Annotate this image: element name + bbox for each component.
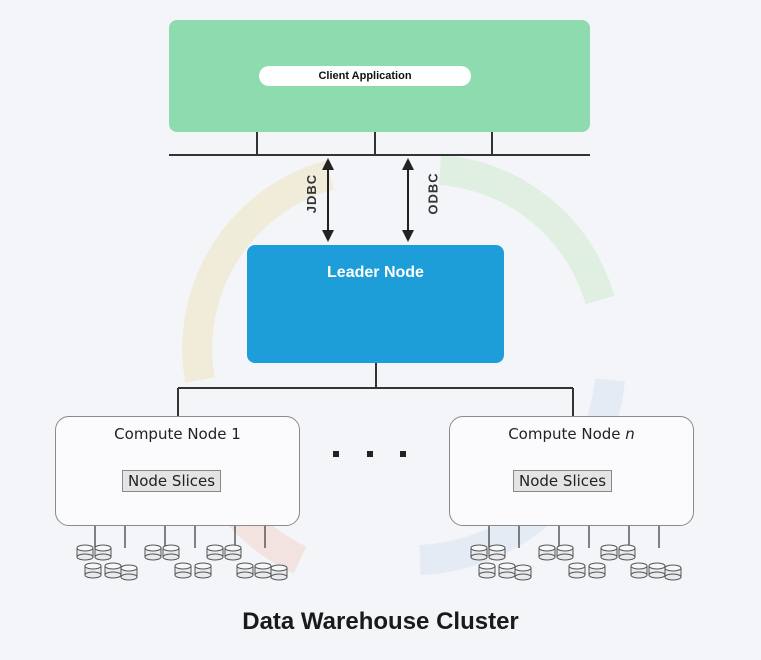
disk-icon bbox=[104, 562, 122, 579]
odbc-arrow bbox=[402, 158, 414, 242]
diagram-title: Data Warehouse Cluster bbox=[242, 608, 519, 635]
disk-icon bbox=[470, 544, 488, 561]
disk-icon bbox=[224, 544, 242, 561]
disk-icon bbox=[664, 564, 682, 581]
compute-node-title: Compute Node n bbox=[450, 425, 693, 443]
disk-icon bbox=[588, 562, 606, 579]
disk-icon bbox=[630, 562, 648, 579]
disk-icon bbox=[144, 544, 162, 561]
disk-icon bbox=[94, 544, 112, 561]
ellipsis-dots bbox=[333, 451, 406, 457]
leader-node-title: Leader Node bbox=[327, 264, 424, 281]
disk-icon bbox=[270, 564, 288, 581]
jdbc-label: JDBC bbox=[304, 173, 320, 214]
compute-node-title-prefix: Compute Node bbox=[114, 425, 232, 443]
disk-icon bbox=[194, 562, 212, 579]
client-application-label: Client Application bbox=[259, 66, 471, 86]
compute-node-number: n bbox=[625, 425, 635, 443]
compute-node-title-prefix: Compute Node bbox=[508, 425, 626, 443]
node-slices-label: Node Slices bbox=[513, 470, 613, 492]
disk-icon bbox=[498, 562, 516, 579]
disk-icon bbox=[76, 544, 94, 561]
disk-icon bbox=[174, 562, 192, 579]
disk-icon bbox=[84, 562, 102, 579]
jdbc-arrow bbox=[322, 158, 334, 242]
disk-icon bbox=[556, 544, 574, 561]
odbc-label: ODBC bbox=[425, 172, 441, 215]
disk-icon bbox=[120, 564, 138, 581]
disk-icon bbox=[618, 544, 636, 561]
disk-icon bbox=[600, 544, 618, 561]
disk-icon bbox=[568, 562, 586, 579]
compute-node-title: Compute Node 1 bbox=[56, 425, 299, 443]
node-slices-label: Node Slices bbox=[122, 470, 222, 492]
disk-icon bbox=[162, 544, 180, 561]
disk-icon bbox=[488, 544, 506, 561]
disk-icon bbox=[206, 544, 224, 561]
disk-icon bbox=[478, 562, 496, 579]
disk-icon bbox=[236, 562, 254, 579]
disk-icon bbox=[538, 544, 556, 561]
disk-icon bbox=[648, 562, 666, 579]
compute-node-number: 1 bbox=[231, 425, 241, 443]
disk-icon bbox=[254, 562, 272, 579]
disk-icon bbox=[514, 564, 532, 581]
leader-node-panel: Leader Node bbox=[247, 245, 504, 363]
